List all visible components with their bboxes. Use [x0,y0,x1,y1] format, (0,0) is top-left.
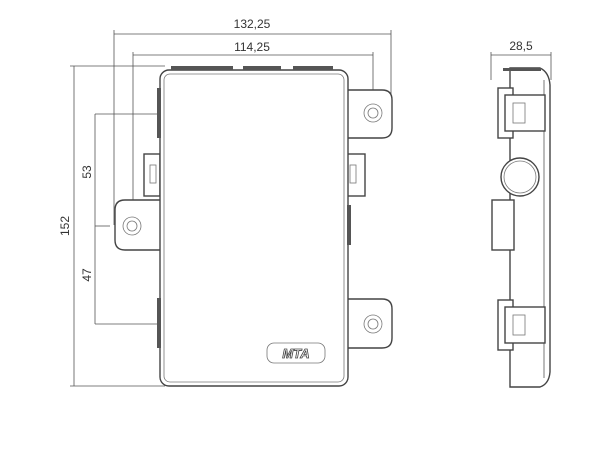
upper-hole-spacing-label: 53 [80,165,94,179]
dimension-hole-spacing-width: 114,25 [132,40,374,226]
side-mounting-tab [491,199,515,251]
right-bottom-mounting-tab [347,298,393,349]
mounting-hole-icon [363,103,383,123]
overall-width-label: 132,25 [234,17,271,31]
mta-logo: MTA [266,342,326,364]
overall-height-label: 152 [58,216,72,236]
dimension-overall-height: 152 [58,65,165,387]
front-view: MTA [114,66,393,387]
mounting-hole-icon [122,216,142,236]
right-top-mounting-tab [347,89,393,139]
mounting-hole-icon [363,314,383,334]
dimension-overall-width: 132,25 [113,17,392,225]
housing-body [159,69,349,387]
hole-spacing-width-label: 114,25 [234,40,270,54]
left-mounting-tab [114,199,160,251]
depth-label: 28,5 [509,39,533,53]
svg-text:MTA: MTA [282,346,309,361]
cable-gland [500,157,540,197]
lower-hole-spacing-label: 47 [80,268,94,282]
side-view: 28,5 [490,39,552,388]
left-connector [143,153,161,197]
